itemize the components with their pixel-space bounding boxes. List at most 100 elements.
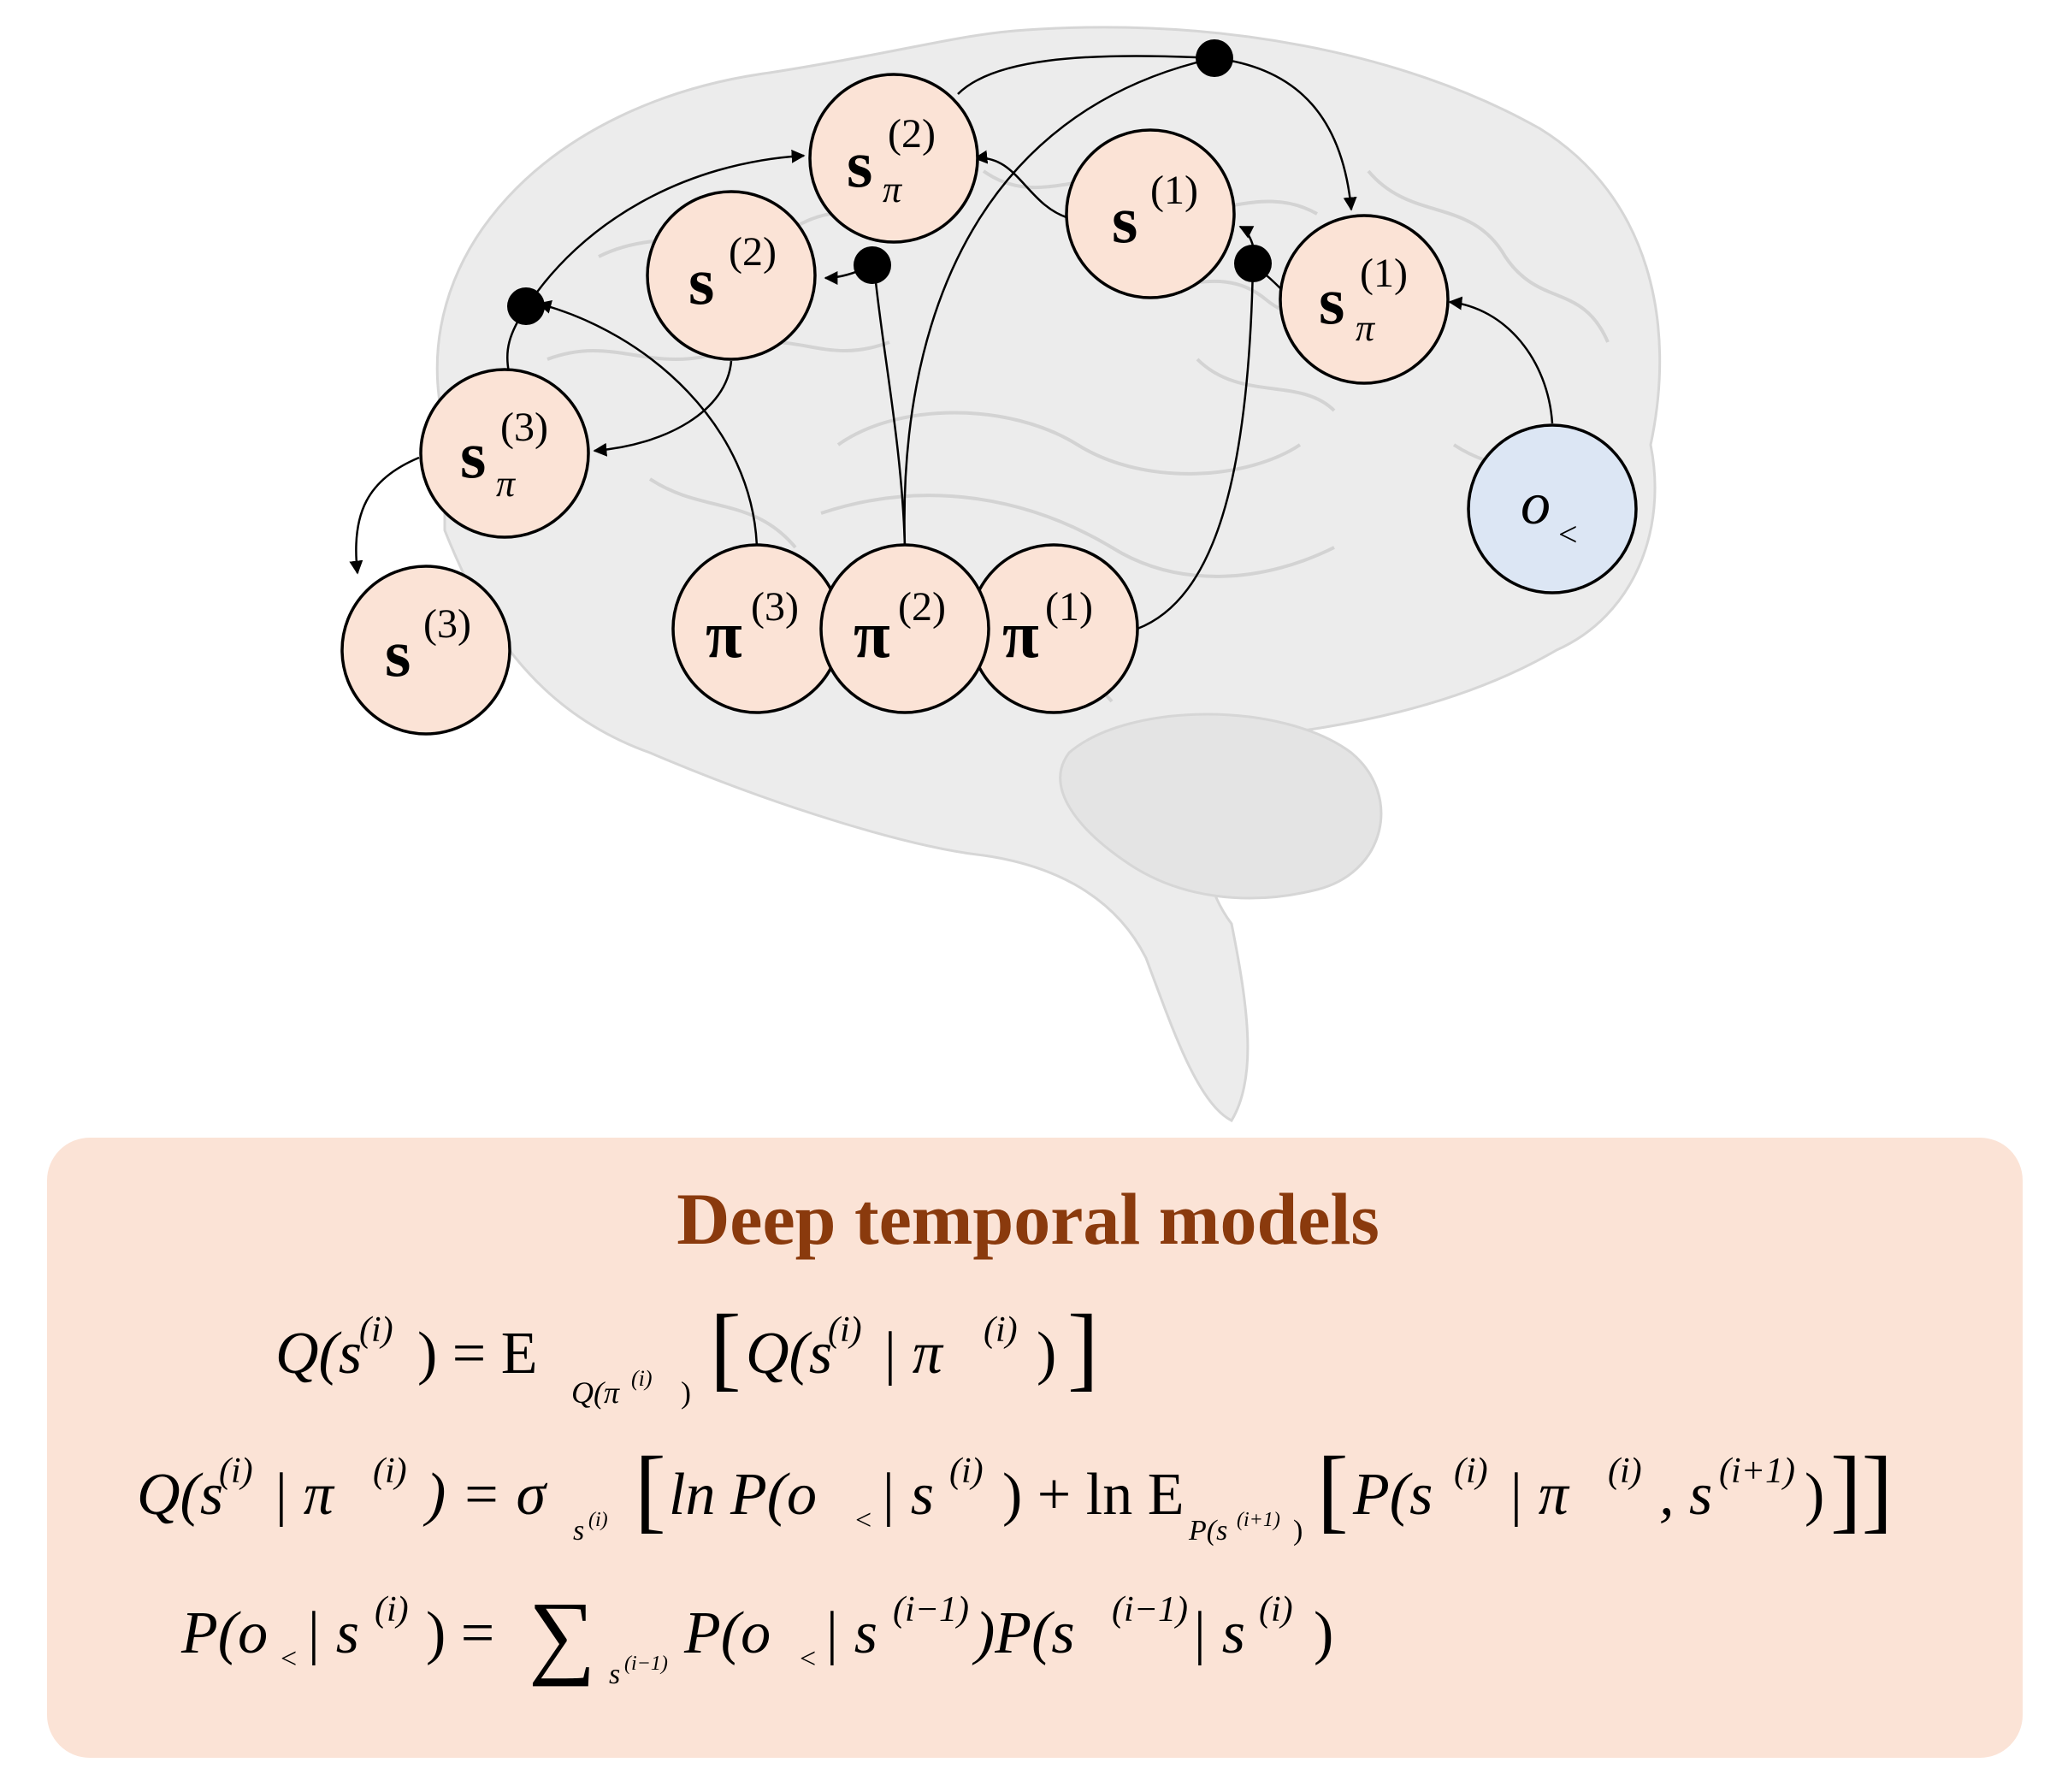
eq2-open2: [ [1317,1437,1349,1541]
equation-3: P(o < | s (i) ) = ∑ s (i−1) P(o < | s (i… [180,1582,1333,1690]
node-s-3 [340,565,511,736]
edge-pi3-to-dot-left [537,300,759,548]
eq3-t1c: )P(s [972,1600,1075,1666]
label-s-pi-3-sub: π [496,463,517,505]
label-s-3-sup: (3) [423,601,471,647]
eq2-t2-sup3: (i+1) [1719,1452,1795,1491]
eq3-t2b: | s [1190,1600,1245,1666]
edge-dot-top-to-s-pi-2 [957,55,1215,95]
eq3-t2-sup2: (i) [1259,1590,1293,1629]
eq2-t2d: ) [1805,1462,1824,1528]
eq1-close: ] [1067,1295,1099,1399]
eq1-inner-b: | π [881,1321,944,1387]
eq2-t1-sub: < [855,1505,871,1536]
eq2-e-sub: P(s [1188,1515,1227,1547]
label-s-1-sup: (1) [1150,168,1198,213]
junction-dot-top [1196,39,1233,77]
eq1-inner-sup1: (i) [828,1310,862,1350]
node-s-1 [1065,128,1236,299]
node-s-pi-2 [808,73,979,244]
eq3-t1-sup: (i−1) [893,1590,969,1629]
eq3-t1-sub: < [800,1643,816,1675]
edge-pi1-to-dot-right [1137,264,1255,630]
eq2-t2b: | π [1507,1462,1570,1528]
edge-s-pi-3-to-s3 [349,456,420,575]
eq2-sigma-sub: s [573,1515,584,1547]
junction-dot-mid [854,246,891,284]
eq3-lhs-b: | s [304,1600,359,1666]
eq2-t2-sup2: (i) [1608,1452,1642,1491]
eq3-lhs-sup: (i) [375,1590,409,1629]
eq2-eq: ) = σ [422,1462,548,1528]
equation-2: Q(s (i) | π (i) ) = σ s (i) [ ln P(o < |… [137,1437,1893,1547]
edge-dot-top-to-s-pi-1 [1214,56,1357,211]
label-s-pi-2-sub: π [883,169,903,210]
node-observation [1467,423,1638,594]
eq1-sub: Q(π [571,1375,620,1410]
eq3-t1b: | s [823,1600,877,1666]
label-pi-3-sup: (3) [751,584,799,630]
junction-dot-right [1234,245,1272,282]
node-s-pi-3 [419,368,590,539]
eq1-sub-sup: (i) [631,1366,653,1391]
eq1-lhs-sup: (i) [359,1310,393,1350]
label-s-pi-2-base: s [847,127,872,201]
eq2-t1c: ) + ln E [1002,1462,1185,1528]
eq2-t2: P(s [1352,1462,1433,1528]
edge-s2-to-s-pi-3 [593,360,733,457]
node-pi-2 [819,543,990,714]
eq3-sum-sub: s [609,1659,620,1690]
junction-dot-left [507,287,545,325]
eq3-sum: ∑ [529,1582,595,1687]
label-s-pi-3-base: s [460,417,486,492]
label-obs-base: o [1521,471,1551,537]
label-pi-2-base: π [854,597,890,671]
label-s-2-base: s [688,244,714,318]
label-s-pi-3-sup: (3) [500,405,548,450]
label-s-2-sup: (2) [729,229,777,275]
label-s-pi-2-sup: (2) [888,111,936,157]
edge-obs-to-s-pi-1 [1448,296,1554,424]
eq2-close: ]] [1830,1437,1893,1541]
eq2-lhs-sup2: (i) [373,1452,407,1491]
eq3-t2c: ) [1314,1600,1333,1666]
label-s-pi-1-sup: (1) [1360,251,1408,296]
eq1-inner-a: Q(s [746,1321,832,1387]
eq1-sub-close: ) [681,1375,691,1410]
node-s-pi-1 [1279,214,1450,385]
label-pi-1-sup: (1) [1045,584,1093,630]
eq3-t1: P(o [683,1600,771,1666]
eq3-sum-sub-sup: (i−1) [624,1653,668,1675]
eq2-t1b: | s [879,1462,934,1528]
junction-dots [507,39,1272,325]
eq3-t2-sup: (i−1) [1112,1590,1188,1629]
eq1-open: [ [710,1295,741,1399]
label-s-3-base: s [385,616,411,690]
node-s-2 [646,190,817,361]
label-s-pi-1-sub: π [1356,307,1376,349]
label-s-1-base: s [1112,182,1137,257]
eq2-open: [ [635,1437,666,1541]
eq1-inner-sup2: (i) [984,1310,1018,1350]
label-pi-1-base: π [1002,597,1039,671]
label-pi-3-base: π [706,597,742,671]
eq1-inner-c: ) [1037,1321,1056,1387]
equation-1: Q(s (i) ) = E Q(π (i) ) [ Q(s (i) | π (i… [275,1295,1099,1410]
eq2-t1-sup: (i) [949,1452,984,1491]
eq2-e-sub-close: ) [1293,1515,1303,1547]
edge-pi2-to-dot-top [903,56,1215,548]
panel-title: Deep temporal models [676,1178,1380,1260]
equations-panel [47,1138,2023,1758]
edge-s1-to-s-pi-2 [973,150,1070,220]
eq2-lhs: Q(s [137,1462,223,1528]
eq3-eq: ) = [426,1600,494,1666]
eq3-lhs-sub: < [281,1643,297,1675]
edge-dot-left-to-s-pi-2 [524,149,806,309]
eq2-lhs-sup1: (i) [219,1452,253,1491]
eq2-lhs-mid: | π [272,1462,335,1528]
node-labels: s (2) π s (1) s (2) s (1) π s (3) π s (3… [385,111,1578,690]
eq2-t2-sup1: (i) [1454,1452,1488,1491]
